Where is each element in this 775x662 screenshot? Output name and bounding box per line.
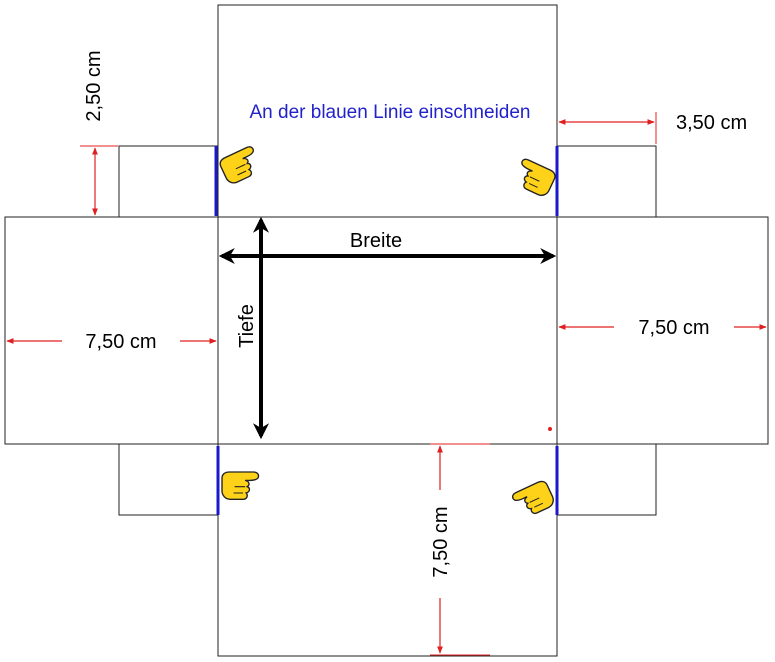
flap-bottom-right (556, 443, 657, 516)
flap-top-right (556, 145, 657, 218)
bottom-height-label: 7,50 cm (430, 506, 452, 577)
breite-label: Breite (350, 230, 402, 252)
flap-width-label: 3,50 cm (676, 112, 747, 134)
tiefe-label: Tiefe (236, 304, 258, 348)
marker-dot (548, 427, 552, 431)
flap-top-left (118, 145, 219, 218)
side-left-label: 7,50 cm (85, 331, 156, 353)
top-panel (217, 4, 558, 218)
instruction-text: An der blauen Linie einschneiden (250, 102, 531, 123)
bottom-panel (217, 443, 558, 657)
flap-bottom-left (118, 443, 219, 516)
side-right-label: 7,50 cm (638, 317, 709, 339)
flap-height-label: 2,50 cm (83, 50, 105, 121)
